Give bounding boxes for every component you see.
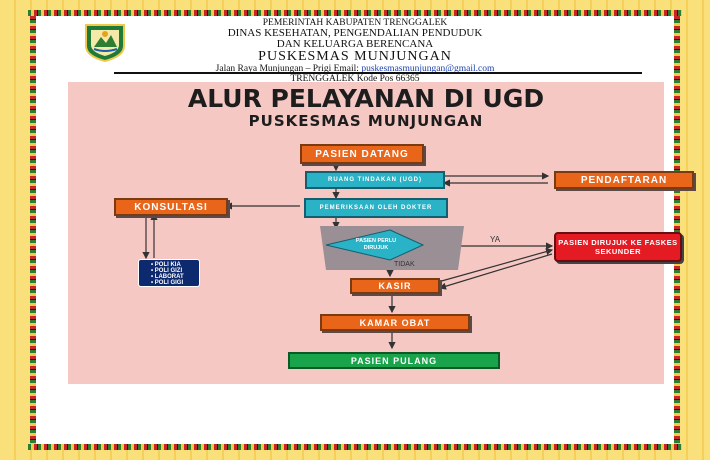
header-line-puskesmas: PUSKESMAS MUNJUNGAN — [258, 49, 452, 64]
step-kasir: KASIR — [350, 278, 440, 294]
border-right — [674, 10, 680, 450]
poli-item: • LABORAT — [151, 274, 184, 280]
label-ya: YA — [490, 235, 501, 244]
step-pendaftaran: PENDAFTARAN — [554, 171, 694, 189]
header-divider — [114, 72, 642, 74]
flowchart: ALUR PELAYANAN DI UGD PUSKESMAS MUNJUNGA… — [68, 82, 694, 384]
border-left — [30, 10, 36, 450]
address-text: Jalan Raya Munjungan – Prigi Email: — [215, 64, 362, 74]
decision-diamond — [325, 229, 425, 261]
email-link[interactable]: puskesmasmunjungan@gmail.com — [361, 64, 495, 74]
step-pemeriksaan-dokter: PEMERIKSAAN OLEH DOKTER — [304, 198, 448, 218]
step-kamar-obat: KAMAR OBAT — [320, 314, 470, 331]
header-line-government: PEMERINTAH KABUPATEN TRENGGALEK — [262, 18, 448, 28]
step-pasien-dirujuk: PASIEN DIRUJUK KE FASKES SEKUNDER — [554, 232, 682, 262]
step-pasien-datang: PASIEN DATANG — [300, 144, 424, 164]
flowchart-title: ALUR PELAYANAN DI UGD — [187, 84, 545, 113]
decision-label: PASIEN PERLU DIRUJUK — [355, 238, 397, 251]
document-body: PEMERINTAH KABUPATEN TRENGGALEK DINAS KE… — [36, 16, 694, 444]
regency-logo-icon — [85, 24, 125, 62]
header-postal: TRENGGALEK Kode Pos 66365 — [290, 74, 420, 84]
poli-item: • POLI GIZI — [151, 268, 183, 274]
border-bottom — [28, 444, 682, 450]
letterhead: PEMERINTAH KABUPATEN TRENGGALEK DINAS KE… — [36, 16, 674, 84]
header-address: Jalan Raya Munjungan – Prigi Email: pusk… — [36, 64, 674, 74]
poli-item: • POLI KIA — [151, 262, 181, 268]
step-konsultasi: KONSULTASI — [114, 198, 228, 216]
poli-list-box: • POLI KIA • POLI GIZI • LABORAT • POLI … — [138, 259, 200, 287]
flowchart-subtitle: PUSKESMAS MUNJUNGAN — [248, 112, 484, 130]
step-pasien-pulang: PASIEN PULANG — [288, 352, 500, 369]
border-top — [28, 10, 682, 16]
header-line-department: DINAS KESEHATAN, PENGENDALIAN PENDUDUK — [227, 27, 483, 39]
poli-item: • POLI GIGI — [151, 280, 184, 286]
header-line-department-cont: DAN KELUARGA BERENCANA — [276, 38, 434, 50]
flow-arrows — [142, 162, 554, 350]
label-tidak: TIDAK — [394, 261, 415, 268]
step-ruang-tindakan: RUANG TINDAKAN (UGD) — [305, 171, 445, 189]
